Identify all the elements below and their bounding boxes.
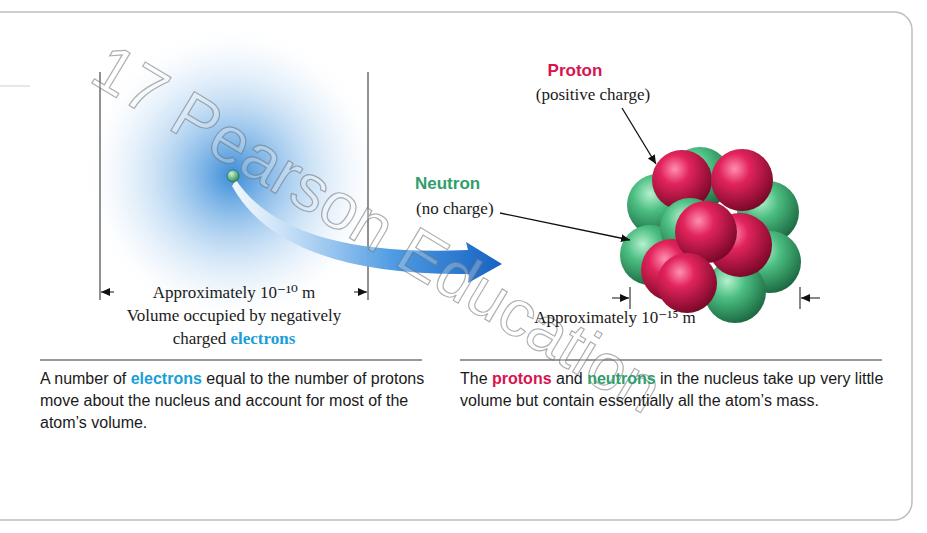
highlight-word: electrons — [230, 329, 295, 348]
highlight-word: neutrons — [587, 370, 655, 387]
neutron-label: Neutron — [415, 173, 505, 195]
caption-text: A number of electrons equal to the numbe… — [40, 368, 428, 434]
charge-note: (positive charge) — [523, 83, 663, 106]
highlight-word: electrons — [131, 370, 202, 387]
dimension-label: Approximately 10⁻¹⁵ m — [525, 306, 705, 329]
dimension-label: Approximately 10⁻¹⁰ m — [118, 281, 350, 304]
charge-note: (no charge) — [416, 197, 526, 220]
region-note: Volume occupied by negatively charged el… — [99, 304, 369, 350]
highlight-word: protons — [492, 370, 552, 387]
caption-text: The protons and neutrons in the nucleus … — [460, 368, 892, 412]
proton-label: Proton — [530, 60, 620, 82]
